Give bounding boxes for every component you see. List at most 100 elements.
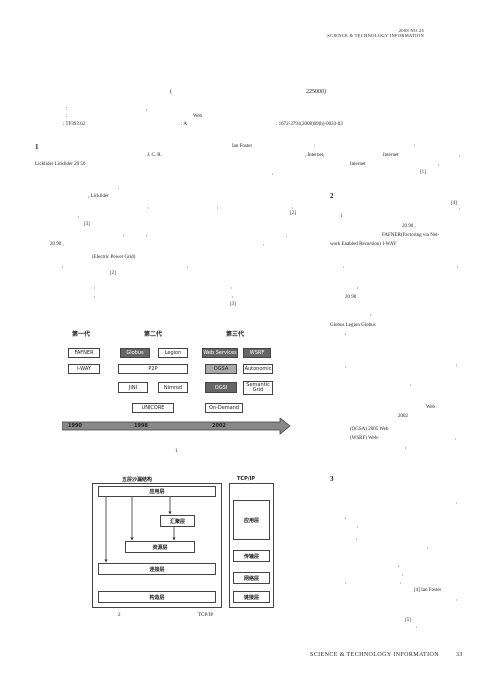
s1-comma: , bbox=[62, 264, 64, 269]
s1-comma: , bbox=[187, 264, 189, 269]
s2-year: 2002 bbox=[398, 414, 408, 419]
s2-network: work Enabled Recursion) I-WAY bbox=[330, 242, 397, 247]
s1-comma: , bbox=[263, 242, 265, 247]
s1-comma: , bbox=[231, 285, 233, 290]
s1-comma: , bbox=[272, 171, 274, 176]
s1-citation: [3] bbox=[230, 302, 236, 307]
footer-journal: SCIENCE & TECHNOLOGY INFORMATION bbox=[310, 652, 439, 658]
box-web-services: Web Services bbox=[202, 348, 238, 358]
s3-comma: , bbox=[427, 545, 429, 550]
s3-comma: , bbox=[400, 580, 402, 585]
s1-comma: , bbox=[94, 285, 96, 290]
s2-comma: , bbox=[343, 264, 345, 269]
fig2-right-frame bbox=[229, 483, 274, 608]
s1-citation: [1] bbox=[420, 170, 426, 175]
layer-resource: 资源层 bbox=[125, 541, 195, 553]
box-ogsa: OGSA bbox=[205, 364, 237, 374]
s2-number: 1 bbox=[340, 214, 343, 219]
s2-comma: , bbox=[457, 264, 459, 269]
s2-web: Web bbox=[426, 405, 436, 410]
layer-fabric: 构造层 bbox=[98, 591, 216, 603]
s1-comma: , bbox=[148, 205, 150, 210]
abstract-colon: : bbox=[66, 107, 68, 112]
s3-comma: , bbox=[416, 624, 418, 629]
tcp-network: 网络层 bbox=[233, 572, 270, 584]
tcp-application: 应用层 bbox=[233, 500, 270, 540]
layer-collective: 汇聚层 bbox=[160, 515, 195, 527]
gen1-label: 第一代 bbox=[72, 331, 91, 338]
s1-comma: , bbox=[459, 153, 461, 158]
box-semantic-grid: Semantic Grid bbox=[243, 381, 273, 395]
s1-decade: 20 90 , bbox=[50, 242, 64, 247]
s2-comma: , bbox=[345, 331, 347, 336]
s2-comma: , bbox=[370, 312, 372, 317]
s2-comma: , bbox=[455, 436, 457, 441]
layer-application: 应用层 bbox=[98, 486, 216, 497]
fig2-title-left: 五层沙漏结构 bbox=[122, 477, 153, 483]
box-p2p: P2P bbox=[118, 364, 188, 374]
affil-postcode: 225000) bbox=[306, 89, 326, 95]
s1-comma: , bbox=[438, 162, 440, 167]
s3-comma: , bbox=[356, 536, 358, 541]
box-iway: I-WAY bbox=[68, 364, 100, 374]
s1-jcr: J. C. R. bbox=[147, 153, 162, 158]
s2-citation: [4] bbox=[451, 201, 457, 206]
box-on-demand: On-Demand bbox=[205, 403, 243, 413]
s2-fafner: FAFNER(Factoring via Net- bbox=[382, 233, 440, 238]
s1-comma: , bbox=[292, 205, 294, 210]
s2-wsrf: (WSRF) Web- bbox=[350, 436, 379, 441]
s2-colon: : bbox=[456, 364, 458, 369]
layer-connectivity: 连接层 bbox=[98, 563, 216, 575]
section-1-heading: 1 bbox=[35, 143, 39, 151]
box-fafner: FAFNER bbox=[68, 348, 100, 358]
abstract-comma: , bbox=[146, 107, 148, 112]
keyword-web: Web bbox=[193, 114, 203, 119]
year-1990: 1990 bbox=[68, 423, 82, 429]
s1-licklider: , Licklider bbox=[88, 194, 109, 199]
gen3-label: 第三代 bbox=[226, 331, 245, 338]
s1-colon: : bbox=[286, 234, 288, 239]
s1-comma: , bbox=[78, 214, 80, 219]
timeline-arrow bbox=[62, 418, 291, 435]
s1-licklider-line: Licklider Licklider 20 50 bbox=[35, 162, 86, 167]
year-2002: 2002 bbox=[212, 423, 226, 429]
figure-2-caption-tcp: TCP/IP bbox=[198, 613, 214, 618]
fig2-arrows bbox=[104, 497, 176, 563]
page-number: 33 bbox=[456, 652, 463, 658]
header-issue: 2008 NO.26 bbox=[398, 28, 424, 33]
figure-1-caption: 1 bbox=[175, 449, 178, 454]
s1-internet: Internet bbox=[383, 153, 399, 158]
s3-comma: , bbox=[357, 524, 359, 529]
s2-globus: Globus Legion Globus bbox=[330, 323, 376, 328]
s1-internet: , Internet, bbox=[305, 153, 325, 158]
s1-internet: Internet bbox=[350, 162, 366, 167]
gen2-label: 第二代 bbox=[144, 331, 163, 338]
s1-citation: [2] bbox=[290, 211, 296, 216]
section-2-heading: 2 bbox=[330, 192, 334, 200]
box-jini: JINI bbox=[118, 382, 148, 393]
doc-code: : A bbox=[181, 122, 187, 127]
keyword-colon: : bbox=[66, 114, 68, 119]
s1-slash: / bbox=[146, 234, 148, 239]
s1-citation: [2] bbox=[110, 271, 116, 276]
fig2-left-frame bbox=[92, 483, 222, 608]
clc-number: : TF393.02 bbox=[63, 122, 86, 127]
s2-comma: , bbox=[405, 445, 407, 450]
box-nimrod: Nimrod bbox=[158, 382, 188, 393]
fig2-title-right: TCP/IP bbox=[237, 476, 256, 482]
tcp-transport: 传输层 bbox=[233, 550, 270, 562]
s3-comma: , bbox=[345, 580, 347, 585]
s2-comma: , bbox=[357, 285, 359, 290]
s1-ian-foster: Ian Foster bbox=[232, 144, 253, 149]
s1-electric-grid: (Electric Power Grid) bbox=[92, 255, 136, 260]
s3-ian-foster: [4] Ian Foster bbox=[414, 588, 442, 593]
s2-comma: , bbox=[459, 206, 461, 211]
figure-2-caption-num: 2 bbox=[118, 613, 121, 618]
s1-slash: / bbox=[123, 234, 125, 239]
s1-colon: : bbox=[414, 144, 416, 149]
box-autonomic: Autonomic bbox=[243, 364, 273, 374]
s3-comma: , bbox=[456, 597, 458, 602]
box-unicore: UNICORE bbox=[132, 403, 174, 413]
header-journal: SCIENCE & TECHNOLOGY INFORMATION bbox=[327, 33, 424, 38]
s2-ogsa: (OGSA) 2005 Web bbox=[350, 427, 389, 432]
